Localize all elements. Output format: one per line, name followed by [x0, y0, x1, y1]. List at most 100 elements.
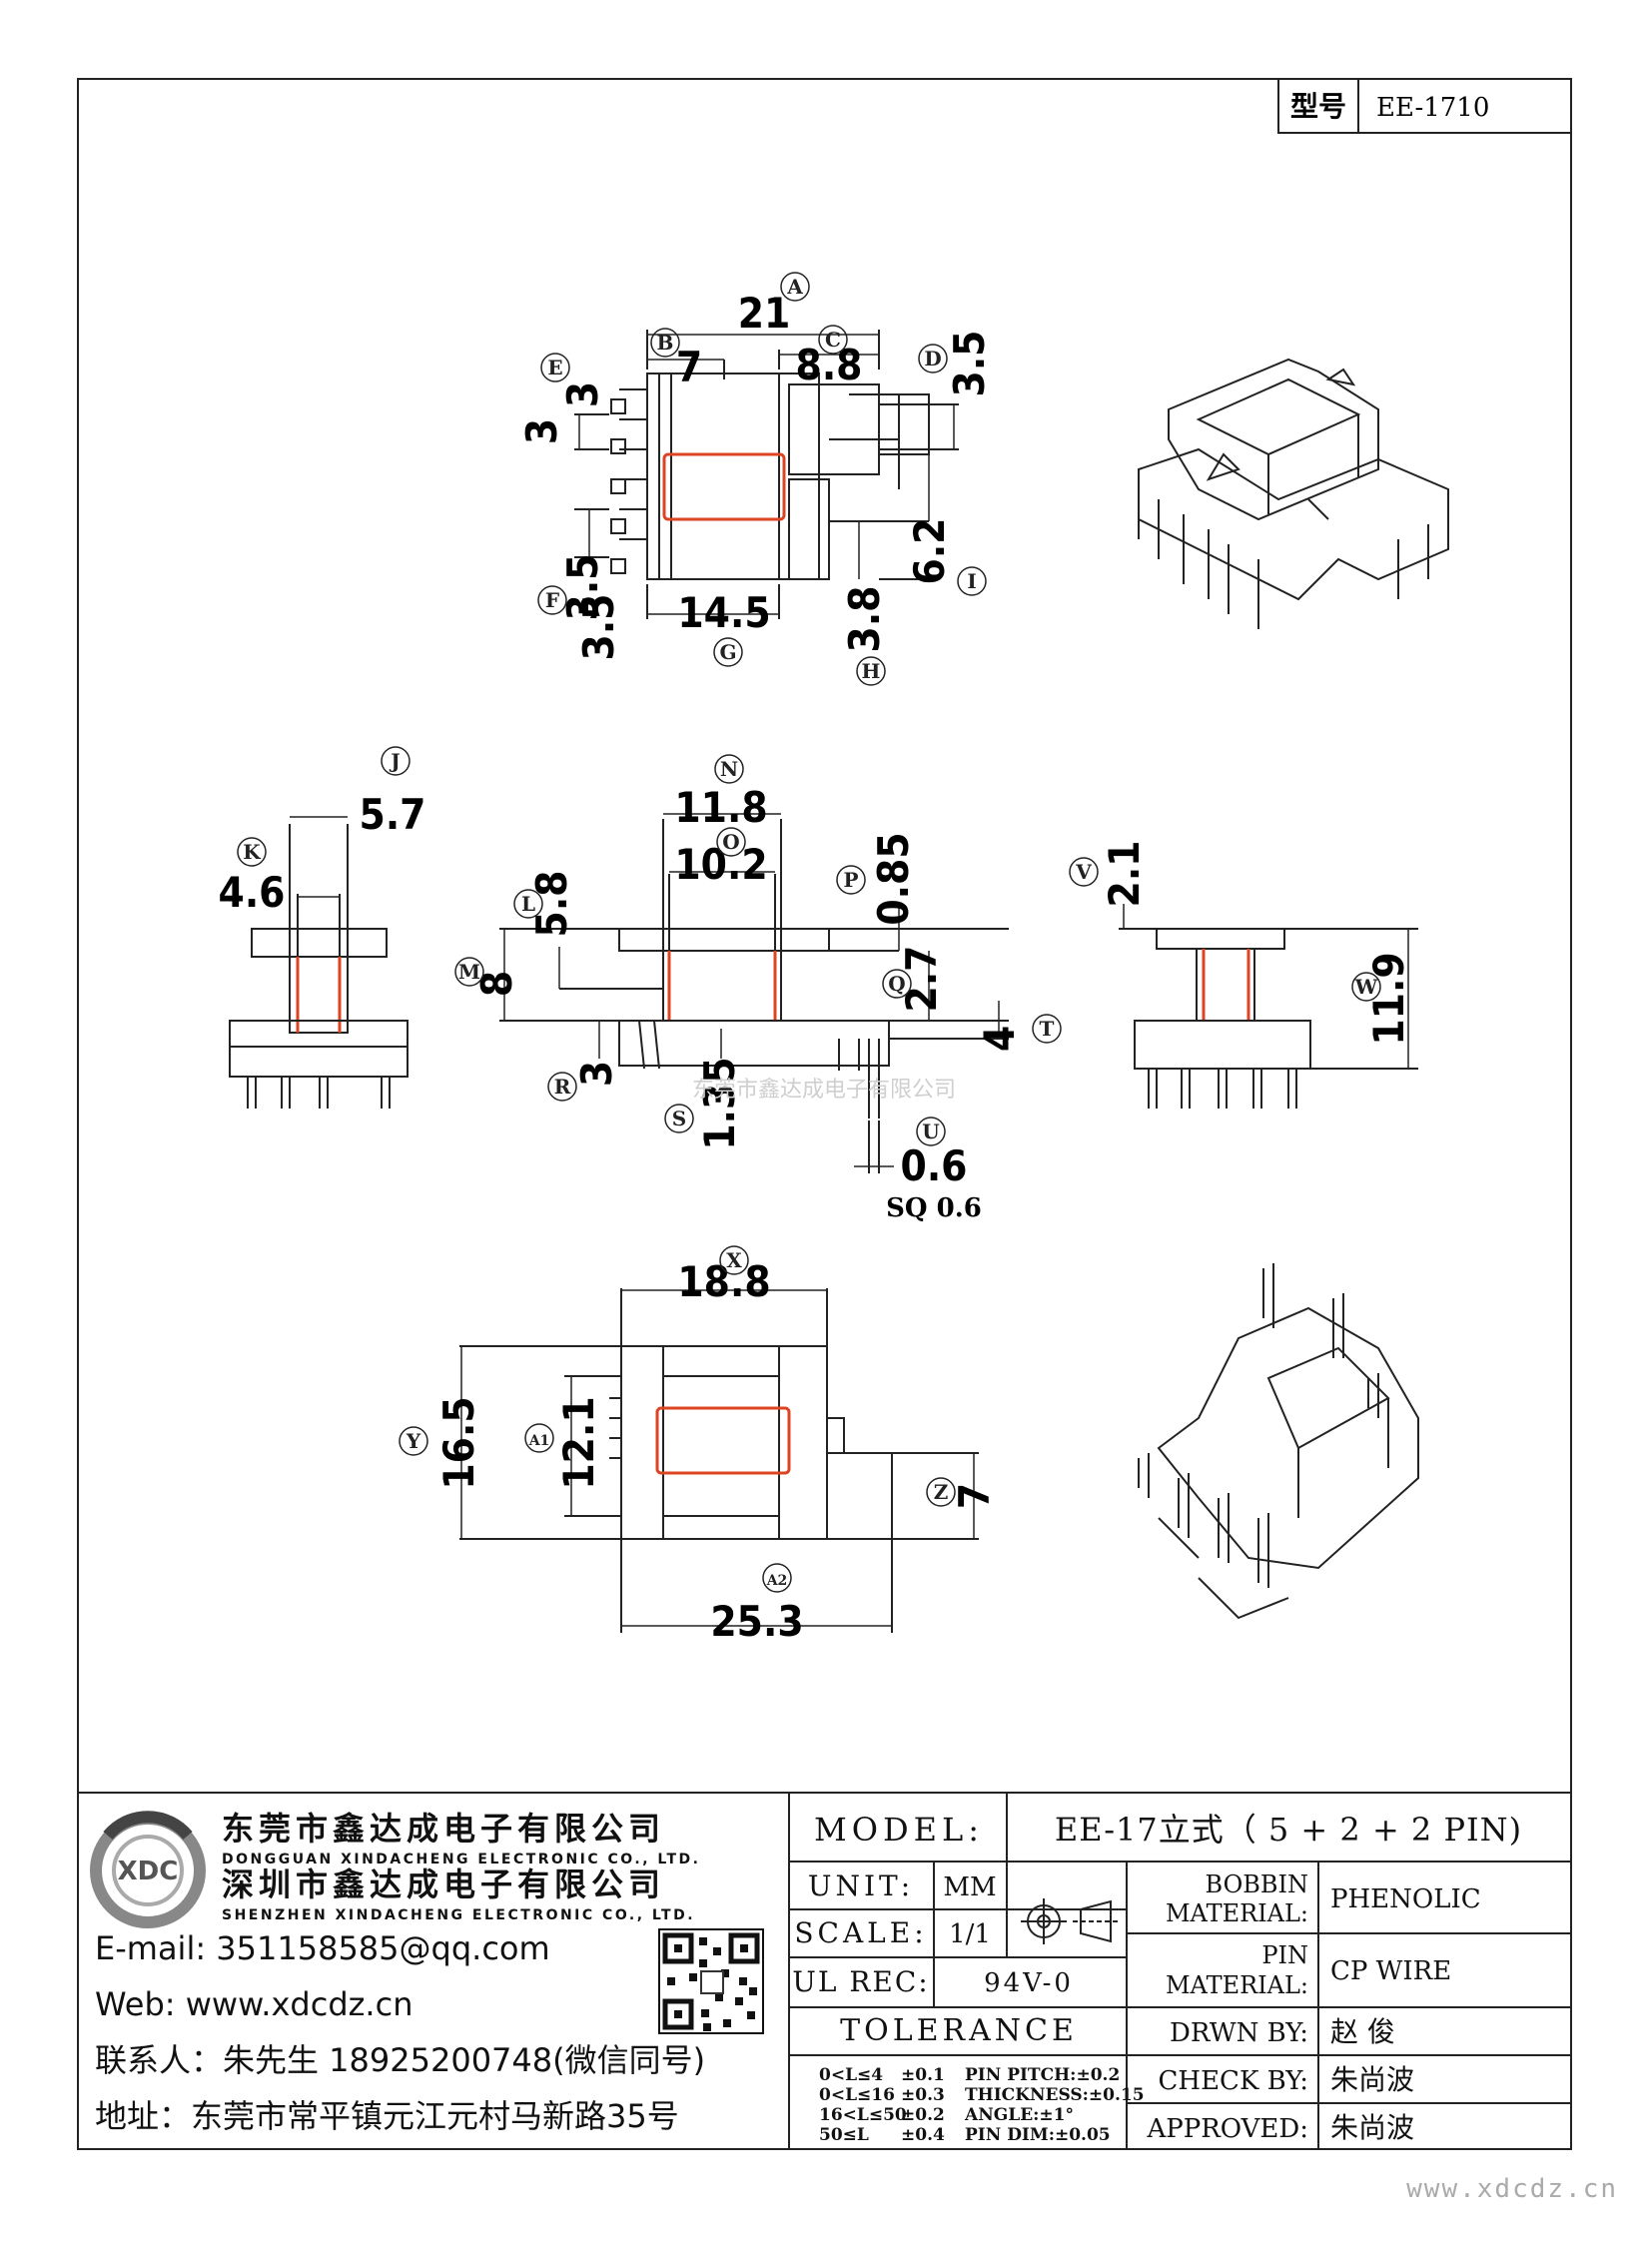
dim-C: 8.8 [796, 341, 863, 389]
core-window-bottom [655, 1406, 791, 1475]
company-name-dg: 东莞市鑫达成电子有限公司 [222, 1810, 665, 1848]
tb-check-value: 朱尚波 [1330, 2063, 1414, 2096]
tb-ulrec-label: UL REC: [792, 1965, 929, 1998]
tb-model-value: EE-17立式（ 5 + 2 + 2 PIN) [1055, 1811, 1522, 1849]
bubble-A1: A1 [524, 1423, 554, 1453]
bubble-A: A [780, 272, 810, 302]
svg-text:R: R [554, 1075, 571, 1099]
svg-text:P: P [843, 868, 858, 892]
dim-M: 8 [472, 971, 521, 997]
dim-H: 3.8 [840, 586, 889, 653]
bubble-V: V [1069, 857, 1099, 887]
front-view [499, 813, 1009, 1173]
svg-text:J: J [389, 749, 400, 773]
title-block [788, 1792, 1572, 2150]
dim-I: 6.2 [905, 518, 954, 585]
tolerance-table: 0<L≤4 ±0.1 PIN PITCH:±0.2 0<L≤16 ±0.3 TH… [819, 2065, 1145, 2145]
svg-text:W: W [1354, 975, 1378, 999]
tb-pin-label1: PIN [1261, 1941, 1308, 1969]
bubble-H: H [856, 656, 886, 686]
company-address: 地址：东莞市常平镇元江元村马新路35号 [95, 2097, 679, 2135]
bubble-A2: A2 [762, 1563, 792, 1593]
tb-scale-label: SCALE: [794, 1916, 927, 1949]
right-view [1119, 904, 1418, 1109]
svg-text:D: D [924, 347, 941, 371]
bubble-D: D [918, 344, 948, 374]
svg-text:C: C [825, 328, 841, 352]
svg-text:X: X [726, 1248, 742, 1272]
dim-V: 2.1 [1100, 841, 1149, 908]
tol-value-1: ±0.3 [901, 2085, 945, 2105]
svg-text:G: G [719, 640, 736, 664]
iso-view-1 [1138, 358, 1449, 629]
bubble-C: C [818, 325, 848, 355]
tb-drwn-label: DRWN BY: [1170, 2018, 1308, 2048]
model-header-label: 型号 [1290, 90, 1346, 123]
svg-text:A2: A2 [766, 1573, 788, 1589]
company-contact: 联系人：朱先生 18925200748(微信同号) [95, 2041, 705, 2079]
dim-D: 3.5 [945, 331, 994, 397]
bubble-K: K [237, 837, 267, 867]
dim-A: 21 [738, 289, 791, 338]
dim-F: 3.5 [558, 554, 607, 621]
svg-text:A: A [786, 275, 803, 299]
bubble-T: T [1032, 1014, 1062, 1044]
dim-A1: 12.1 [554, 1396, 603, 1489]
svg-text:A1: A1 [528, 1433, 550, 1449]
bubble-R: R [547, 1072, 577, 1102]
tol-range-0: 0<L≤4 [819, 2065, 883, 2085]
pin-note: SQ 0.6 [886, 1193, 982, 1223]
tb-pin-value: CP WIRE [1330, 1956, 1451, 1986]
svg-text:O: O [722, 830, 739, 854]
dim-F2: 3.5 [574, 594, 623, 661]
bubble-N: N [714, 754, 744, 784]
tol-range-1: 0<L≤16 [819, 2085, 895, 2105]
bubble-G: G [713, 637, 743, 667]
core-window [662, 452, 786, 521]
dimension-bubbles: A B C D E F G H I J K N O P L M Q T R S … [237, 272, 1381, 1593]
company-email: E-mail: 351158585@qq.com [95, 1929, 550, 1967]
bubble-Z: Z [926, 1477, 956, 1507]
dim-P: 0.85 [869, 832, 918, 925]
svg-text:V: V [1075, 860, 1092, 884]
tb-drwn-value: 赵 俊 [1330, 2015, 1395, 2048]
bubble-O: O [716, 827, 746, 857]
tb-ulrec-value: 94V-0 [984, 1968, 1074, 1998]
tb-check-label: CHECK BY: [1159, 2066, 1309, 2096]
svg-text:H: H [862, 659, 881, 683]
bottom-view [459, 1288, 979, 1633]
bottom-view-dims: 18.8 16.5 12.1 7 25.3 [434, 1257, 999, 1646]
svg-text:Y: Y [406, 1429, 421, 1453]
tb-approved-label: APPROVED: [1146, 2114, 1308, 2144]
dim-Z: 7 [950, 1483, 999, 1509]
tb-bobbin-label1: BOBBIN [1205, 1870, 1308, 1898]
title-block-text: MODEL: EE-17立式（ 5 + 2 + 2 PIN) UNIT: MM … [792, 1811, 1522, 2145]
svg-text:K: K [243, 840, 261, 864]
company-name-sz-en: SHENZHEN XINDACHENG ELECTRONIC CO., LTD. [222, 1907, 695, 1923]
svg-text:I: I [967, 569, 976, 593]
bubble-W: W [1351, 972, 1381, 1002]
dim-B: 7 [676, 343, 702, 391]
bubble-E: E [540, 353, 570, 382]
dim-Y: 16.5 [434, 1396, 483, 1489]
left-view [229, 816, 409, 1109]
dim-L: 5.8 [527, 871, 576, 938]
tb-model-label: MODEL: [814, 1811, 984, 1849]
dim-O: 10.2 [674, 840, 767, 889]
bubble-B: B [650, 328, 680, 358]
top-view [574, 330, 959, 619]
tol-value-0: ±0.1 [901, 2065, 945, 2085]
tb-unit-label: UNIT: [808, 1869, 914, 1902]
dim-R: 3 [572, 1061, 621, 1087]
tb-tolerance-label: TOLERANCE [840, 2013, 1078, 2048]
company-name-sz: 深圳市鑫达成电子有限公司 [222, 1866, 665, 1903]
tb-bobbin-value: PHENOLIC [1330, 1884, 1481, 1914]
svg-text:M: M [458, 960, 480, 984]
dim-W: 11.9 [1364, 952, 1413, 1045]
tb-bobbin-label2: MATERIAL: [1166, 1899, 1308, 1927]
dim-G: 14.5 [677, 588, 770, 637]
company-info: 东莞市鑫达成电子有限公司 DONGGUAN XINDACHENG ELECTRO… [95, 1810, 705, 2135]
bubble-J: J [381, 746, 411, 776]
svg-text:Q: Q [888, 972, 905, 996]
bubble-I: I [957, 566, 987, 596]
